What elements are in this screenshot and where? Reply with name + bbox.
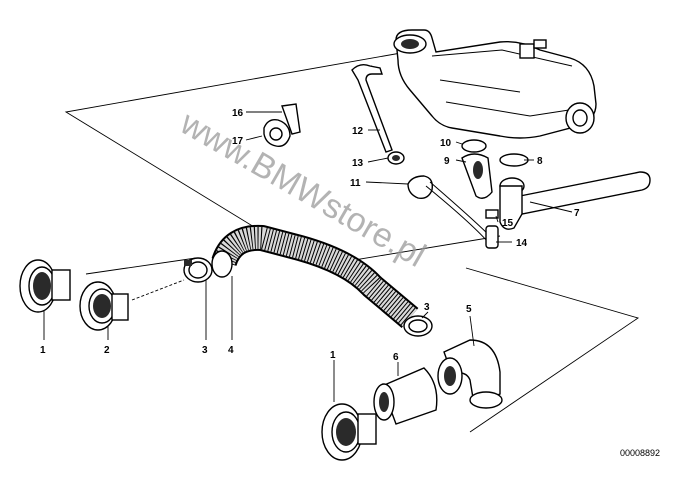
reference-number: 00008892: [620, 448, 660, 458]
label-15: 15: [502, 218, 514, 229]
small-fittings: [461, 139, 529, 219]
label-1-bottom: 1: [330, 350, 336, 361]
bracket: [263, 103, 301, 147]
sleeve: [373, 367, 438, 425]
leader-lines: [43, 111, 573, 402]
label-8: 8: [537, 156, 543, 167]
label-17: 17: [232, 136, 244, 147]
tank-hose: [499, 171, 651, 230]
label-10: 10: [440, 138, 452, 149]
hose-end-left: [211, 250, 233, 278]
label-4: 4: [228, 345, 234, 356]
label-1-left: 1: [40, 345, 46, 356]
label-12: 12: [352, 126, 364, 137]
label-5: 5: [466, 304, 472, 315]
hose-clamp-right: [403, 315, 433, 337]
part-labels: 1 2 3 4 1 3 5 6 7 8 9 10 11 12 13 14 15 …: [40, 108, 580, 363]
vent-pipe: [351, 63, 393, 153]
label-14: 14: [516, 238, 528, 249]
vent-grille-middle: [79, 281, 129, 331]
tank-assembly: [359, 29, 597, 139]
label-3-left: 3: [202, 345, 208, 356]
vent-grille-bottom: [321, 403, 377, 461]
label-7: 7: [574, 208, 580, 219]
grommet: [387, 151, 405, 165]
label-11: 11: [350, 178, 361, 189]
perspective-frame: [64, 49, 640, 433]
hose-clip: [407, 175, 434, 200]
label-3-right: 3: [424, 302, 430, 313]
hose-clamp-left: [183, 257, 213, 283]
vent-grille-left: [19, 259, 71, 313]
label-2: 2: [104, 345, 110, 356]
label-9: 9: [444, 156, 450, 167]
label-6: 6: [393, 352, 399, 363]
elbow-connector: [437, 339, 503, 409]
label-13: 13: [352, 158, 364, 169]
ribbed-hose: [211, 224, 419, 328]
label-16: 16: [232, 108, 244, 119]
drain-line: [425, 181, 499, 249]
